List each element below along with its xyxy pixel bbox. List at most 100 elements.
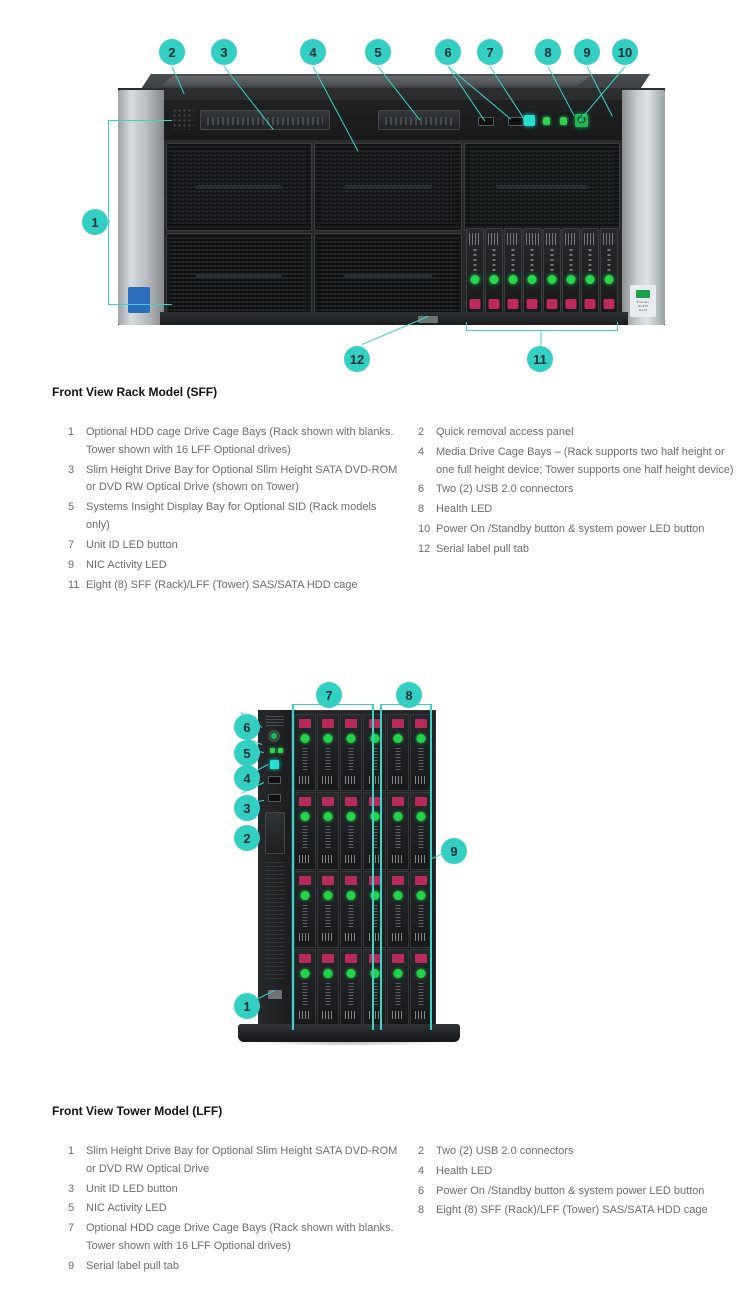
legend-item-text: Slim Height Drive Bay for Optional Slim … — [86, 1145, 398, 1175]
sff-drive-bay[interactable] — [542, 228, 561, 318]
sff-drive-bay[interactable] — [523, 228, 542, 318]
drive-status-led — [368, 797, 381, 807]
legend-item-text: Unit ID LED button — [86, 1182, 178, 1195]
tower-drive-bay[interactable] — [294, 948, 317, 1026]
tower-drive-bay[interactable] — [409, 948, 432, 1026]
cage-handle[interactable] — [195, 185, 283, 189]
drive-vent — [395, 904, 401, 927]
tower-drive-bay[interactable] — [294, 870, 317, 948]
drive-cage-bay-bottom-left — [166, 233, 312, 318]
tower-unit-id-led-button[interactable] — [270, 760, 279, 769]
drive-status-led — [507, 299, 519, 309]
sff-drive-bay[interactable] — [466, 228, 485, 318]
unit-id-led-button[interactable] — [524, 115, 535, 126]
tower-drive-bay[interactable] — [386, 792, 409, 870]
legend-item-number: 9 — [68, 558, 75, 571]
tower-drive-bay[interactable] — [363, 870, 386, 948]
drive-activity-led — [547, 275, 557, 284]
drive-label — [322, 854, 335, 863]
sff-drive-bay[interactable] — [485, 228, 504, 318]
tower-drive-bay[interactable] — [386, 714, 409, 792]
drive-vent — [302, 982, 308, 1005]
drive-vent — [325, 748, 331, 770]
drive-activity-led — [346, 890, 356, 900]
drive-vent — [395, 982, 401, 1005]
drive-status-led — [414, 719, 427, 728]
rack-callout-6: 6 — [435, 39, 461, 65]
tower-drive-bay[interactable] — [386, 948, 409, 1026]
drive-vent — [348, 982, 354, 1005]
tower-drive-bay[interactable] — [340, 792, 363, 870]
usb-port-1[interactable] — [478, 117, 494, 126]
tower-drive-bay[interactable] — [340, 948, 363, 1026]
tower-serial-label-pull-tab[interactable] — [268, 990, 282, 999]
tower-callout-1: 1 — [234, 993, 260, 1019]
drive-activity-led — [393, 734, 403, 743]
drive-activity-led — [566, 275, 576, 284]
usb-port-2[interactable] — [508, 117, 524, 126]
tower-drive-bay[interactable] — [409, 792, 432, 870]
sff-drive-bay[interactable] — [580, 228, 599, 318]
power-standby-button[interactable]: ⏻ — [575, 114, 588, 127]
drive-activity-led — [416, 812, 426, 822]
drive-status-led — [391, 875, 404, 885]
drive-label — [299, 776, 312, 785]
drive-status-led — [565, 299, 577, 309]
drive-activity-led — [585, 275, 595, 284]
tower-drive-bay[interactable] — [363, 948, 386, 1026]
serial-label-pull-tab[interactable] — [418, 316, 438, 323]
drive-cage-bay-top-mid — [314, 143, 462, 231]
drive-label — [322, 932, 335, 941]
tower-drive-bay[interactable] — [386, 870, 409, 948]
legend-item-number: 9 — [68, 1259, 75, 1272]
tower-drive-bay[interactable] — [294, 714, 317, 792]
tower-drive-bay[interactable] — [340, 870, 363, 948]
sff-drive-cage-group — [466, 228, 618, 318]
sff-drive-bay[interactable] — [599, 228, 618, 318]
rack-vent-grille — [172, 108, 194, 130]
tower-usb-port-1[interactable] — [268, 776, 281, 784]
tower-callout-6: 6 — [234, 714, 260, 740]
legend-item-text: NIC Activity LED — [86, 1202, 167, 1215]
tower-drive-bay[interactable] — [317, 948, 340, 1026]
cage-handle[interactable] — [195, 273, 283, 278]
tower-drive-bay[interactable] — [409, 714, 432, 792]
tower-drive-bay[interactable] — [317, 714, 340, 792]
drive-activity-led — [346, 812, 356, 822]
cage-handle[interactable] — [495, 185, 589, 189]
drive-vent — [302, 826, 308, 849]
legend-item-text: Systems Insight Display Bay for Optional… — [86, 501, 377, 532]
drive-activity-led — [300, 734, 310, 743]
drive-label — [564, 233, 577, 245]
tower-callout-9: 9 — [441, 838, 467, 864]
drive-activity-led — [300, 890, 310, 900]
cage-handle[interactable] — [344, 185, 432, 189]
tower-drive-bay[interactable] — [363, 792, 386, 870]
tower-drive-bay[interactable] — [363, 714, 386, 792]
tower-drive-bay[interactable] — [317, 792, 340, 870]
legend-item-number: 8 — [418, 503, 425, 516]
drive-vent — [418, 904, 424, 927]
tower-drive-bay[interactable] — [317, 870, 340, 948]
sff-drive-bay[interactable] — [561, 228, 580, 318]
drive-status-led — [322, 875, 335, 885]
legend-item-number: 6 — [418, 483, 425, 496]
tower-drive-bay[interactable] — [409, 870, 432, 948]
tower-drive-bay[interactable] — [340, 714, 363, 792]
drive-activity-led — [346, 968, 356, 978]
drive-label — [414, 1011, 427, 1019]
cage-handle[interactable] — [344, 273, 432, 278]
sff-drive-bay[interactable] — [504, 228, 523, 318]
tower-drive-bay[interactable] — [294, 792, 317, 870]
tower-power-button-led — [271, 733, 277, 739]
drive-label — [345, 776, 358, 785]
drive-vent — [395, 826, 401, 849]
drive-vent — [372, 826, 378, 849]
tower-usb-port-2[interactable] — [268, 794, 281, 802]
nic-activity-led — [560, 117, 567, 125]
